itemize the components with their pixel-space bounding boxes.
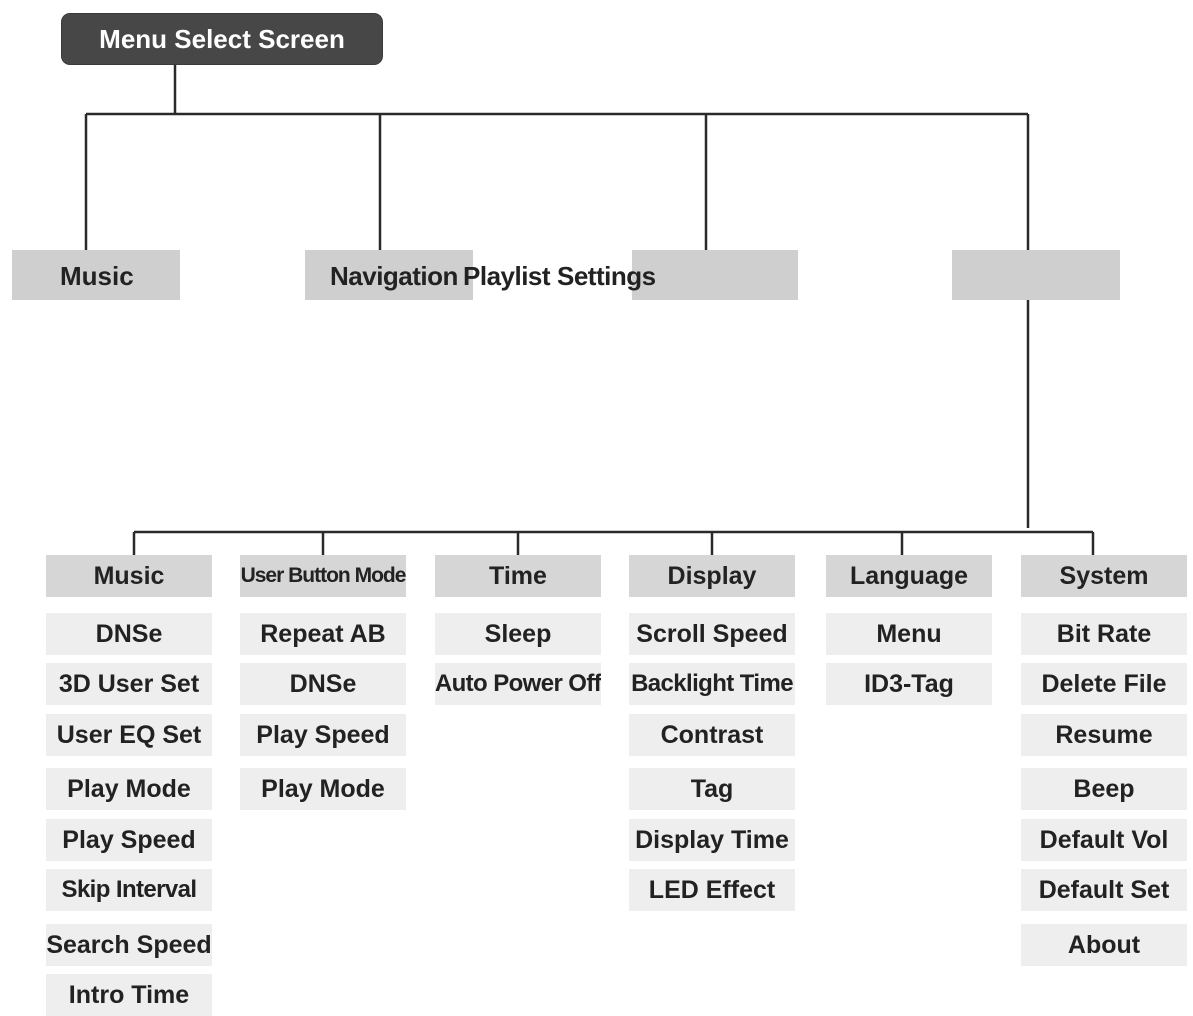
top-node-settings-box	[952, 250, 1120, 300]
settings-item-label: Skip Interval	[61, 876, 198, 903]
settings-item-label: Bit Rate	[1056, 619, 1152, 648]
settings-item-label: Backlight Time	[631, 670, 793, 697]
settings-item-label: Default Set	[1038, 875, 1170, 904]
settings-item: DNSe	[240, 663, 406, 705]
settings-item-label: LED Effect	[648, 875, 776, 904]
settings-item: DNSe	[46, 613, 212, 655]
settings-item: LED Effect	[629, 869, 795, 911]
settings-item-label: Default Vol	[1039, 825, 1169, 854]
top-node-settings-label: Settings	[557, 261, 656, 291]
settings-item: Contrast	[629, 714, 795, 756]
settings-item: Display Time	[629, 819, 795, 861]
settings-item: Delete File	[1021, 663, 1187, 705]
settings-item: Default Set	[1021, 869, 1187, 911]
settings-item-label: Play Mode	[261, 774, 385, 803]
settings-item-label: Menu	[876, 619, 942, 648]
settings-category: User Button Mode	[240, 555, 406, 597]
settings-item: Intro Time	[46, 974, 212, 1016]
settings-category: System	[1021, 555, 1187, 597]
settings-item-label: Contrast	[660, 720, 764, 749]
settings-item: Tag	[629, 768, 795, 810]
settings-category: Display	[629, 555, 795, 597]
top-node-navigation-label: Navigation	[330, 261, 458, 291]
top-node-playlist-label: Playlist	[463, 261, 551, 291]
settings-item-label: Beep	[1073, 774, 1135, 803]
settings-item: Beep	[1021, 768, 1187, 810]
settings-category: Language	[826, 555, 992, 597]
settings-item: Bit Rate	[1021, 613, 1187, 655]
settings-item-label: 3D User Set	[58, 669, 200, 698]
settings-item-label: Tag	[690, 774, 734, 803]
settings-item: Skip Interval	[46, 869, 212, 911]
settings-item: About	[1021, 924, 1187, 966]
settings-category-label: Display	[667, 561, 757, 590]
settings-category-label: System	[1059, 561, 1149, 590]
settings-item-label: Repeat AB	[260, 619, 386, 648]
settings-item-label: Auto Power Off	[435, 670, 601, 697]
settings-item-label: Display Time	[635, 825, 789, 854]
settings-item: Resume	[1021, 714, 1187, 756]
settings-item-label: User EQ Set	[56, 720, 202, 749]
root-node: Menu Select Screen	[62, 14, 382, 64]
settings-category: Time	[435, 555, 601, 597]
settings-item: Play Mode	[240, 768, 406, 810]
settings-item-label: Intro Time	[68, 980, 190, 1009]
settings-item: 3D User Set	[46, 663, 212, 705]
settings-item: Play Mode	[46, 768, 212, 810]
settings-item-label: DNSe	[289, 669, 357, 698]
settings-item: Sleep	[435, 613, 601, 655]
top-node-navigation-box	[305, 250, 473, 300]
settings-item-label: Play Speed	[256, 720, 390, 749]
settings-item: Scroll Speed	[629, 613, 795, 655]
settings-item-label: Play Speed	[62, 825, 196, 854]
settings-item: ID3-Tag	[826, 663, 992, 705]
settings-item: Play Speed	[240, 714, 406, 756]
root-label: Menu Select Screen	[99, 23, 345, 54]
settings-item-label: Delete File	[1041, 669, 1167, 698]
settings-category-label: User Button Mode	[240, 564, 407, 587]
settings-item: Auto Power Off	[435, 663, 601, 705]
settings-item-label: Sleep	[484, 619, 552, 648]
settings-item-label: DNSe	[95, 619, 163, 648]
top-node-music-box	[12, 250, 180, 300]
top-node-music-label: Music	[60, 261, 134, 291]
settings-item: Search Speed	[46, 924, 212, 966]
settings-item: Menu	[826, 613, 992, 655]
settings-item: Default Vol	[1021, 819, 1187, 861]
settings-item-label: Search Speed	[46, 930, 212, 959]
settings-item: Repeat AB	[240, 613, 406, 655]
settings-item: Play Speed	[46, 819, 212, 861]
settings-item-label: About	[1067, 930, 1141, 959]
settings-item: User EQ Set	[46, 714, 212, 756]
settings-category-label: Music	[93, 561, 165, 590]
settings-item-label: Scroll Speed	[636, 619, 788, 648]
settings-category-label: Time	[489, 561, 547, 590]
settings-item-label: Play Mode	[67, 774, 191, 803]
settings-item-label: ID3-Tag	[864, 669, 954, 698]
settings-item-label: Resume	[1055, 720, 1153, 749]
settings-category: Music	[46, 555, 212, 597]
settings-category-label: Language	[849, 561, 969, 590]
settings-item: Backlight Time	[629, 663, 795, 705]
top-node-playlist-box	[632, 250, 798, 300]
